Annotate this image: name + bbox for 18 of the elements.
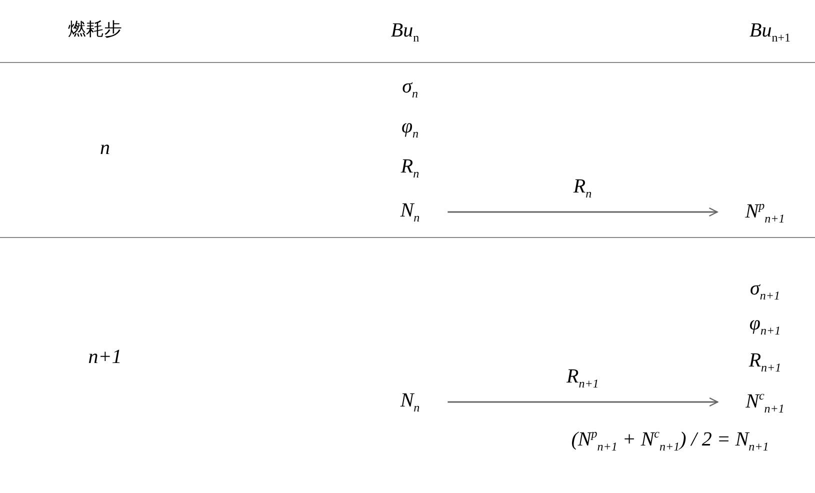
arrow <box>448 207 718 217</box>
arrow <box>448 397 718 407</box>
equation: (N$^{p}$$_{n+1}$ + N$^{c}$$_{n+1}$) / 2 = N$_{n+1}$ <box>571 428 769 452</box>
column-header: Bu$_{n+1}$ <box>750 20 790 44</box>
math-symbol: N$_{n}$ <box>400 200 420 224</box>
math-symbol: φ$_{n}$ <box>401 116 419 140</box>
math-symbol: N$_{n}$ <box>400 390 420 414</box>
math-symbol: σ$_{n}$ <box>402 76 418 100</box>
edge-label: R$_{n}$ <box>573 176 592 200</box>
math-symbol: R$_{n+1}$ <box>748 350 782 374</box>
math-symbol: σ$_{n+1}$ <box>750 278 780 302</box>
math-symbol: R$_{n}$ <box>400 156 420 180</box>
row-label: n+1 <box>88 347 122 367</box>
column-header: Bu$_{n}$ <box>390 20 420 44</box>
column-header: 燃耗步 <box>68 21 122 39</box>
math-symbol: φ$_{n+1}$ <box>749 314 781 336</box>
edge-label: R$_{n+1}$ <box>566 366 599 390</box>
row-label: n <box>100 138 110 158</box>
